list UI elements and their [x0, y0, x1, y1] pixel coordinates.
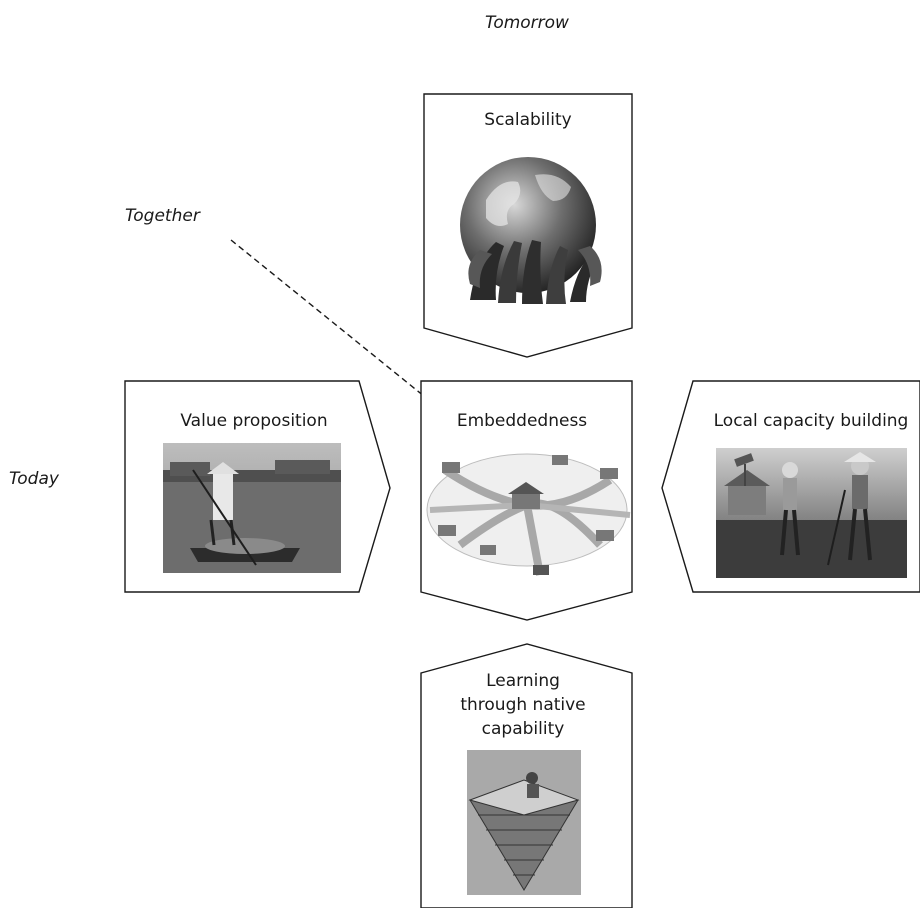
together-label: Together	[125, 206, 201, 226]
connected-villages-illustration	[426, 453, 631, 576]
embeddedness-box: Embeddedness	[420, 380, 633, 621]
learning-title-line3: capability	[482, 719, 565, 739]
learning-title-line2: through native	[460, 695, 585, 715]
tomorrow-label: Tomorrow	[485, 13, 569, 33]
learning-title-line1: Learning	[486, 671, 560, 691]
river-boat-photo	[163, 443, 341, 573]
scalability-title: Scalability	[484, 110, 571, 130]
local-capacity-building-title: Local capacity building	[714, 411, 909, 431]
embeddedness-title: Embeddedness	[457, 411, 587, 431]
local-capacity-building-box: Local capacity building	[661, 380, 920, 593]
farmers-illustration	[716, 448, 907, 578]
today-label: Today	[9, 469, 60, 489]
inverted-pyramid-illustration	[467, 750, 581, 895]
together-connector-line	[230, 239, 436, 406]
globe-in-hands-image	[460, 157, 602, 304]
value-proposition-title: Value proposition	[180, 411, 327, 431]
value-proposition-box: Value proposition	[124, 380, 391, 593]
learning-box: Learning through native capability	[420, 643, 633, 908]
scalability-box: Scalability	[423, 93, 633, 358]
